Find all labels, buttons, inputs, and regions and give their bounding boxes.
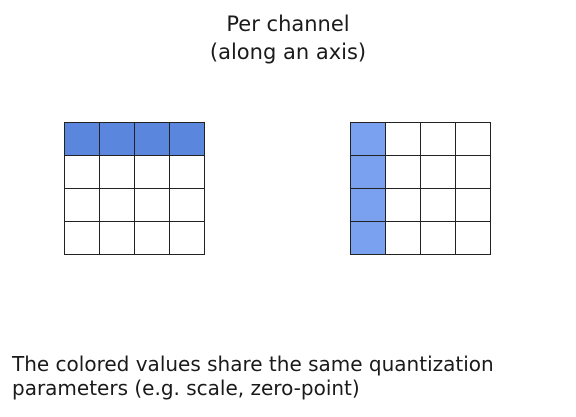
- grid-cell: [135, 222, 170, 255]
- grid-cell: [100, 156, 135, 189]
- caption-line-2: parameters (e.g. scale, zero-point): [12, 376, 360, 400]
- per-row-grid: [64, 122, 205, 255]
- grid-cell: [456, 189, 491, 222]
- grid-cell: [386, 156, 421, 189]
- grid-cell: [386, 222, 421, 255]
- grid-cell: [65, 222, 100, 255]
- title-line-2: (along an axis): [209, 40, 367, 64]
- colored-cell: [351, 123, 386, 156]
- caption-line-1: The colored values share the same quanti…: [12, 352, 494, 376]
- grid-cell: [170, 156, 205, 189]
- grid-cell: [386, 123, 421, 156]
- colored-cell: [135, 123, 170, 156]
- colored-cell: [65, 123, 100, 156]
- grid-cell: [421, 123, 456, 156]
- grid-cell: [170, 222, 205, 255]
- grid-cell: [65, 156, 100, 189]
- grid-cell: [135, 189, 170, 222]
- colored-cell: [170, 123, 205, 156]
- grid-cell: [100, 222, 135, 255]
- grid-cell: [421, 189, 456, 222]
- diagram-title: Per channel (along an axis): [0, 10, 576, 66]
- colored-cell: [100, 123, 135, 156]
- grid-cell: [170, 189, 205, 222]
- grid-cell: [421, 156, 456, 189]
- grid-cell: [65, 189, 100, 222]
- grid-cell: [386, 189, 421, 222]
- colored-cell: [351, 189, 386, 222]
- title-line-1: Per channel: [226, 12, 350, 36]
- grid-cell: [456, 156, 491, 189]
- grid-cell: [456, 123, 491, 156]
- caption: The colored values share the same quanti…: [12, 352, 572, 400]
- grid-cell: [100, 189, 135, 222]
- per-column-grid: [350, 122, 491, 255]
- colored-cell: [351, 156, 386, 189]
- grid-cell: [421, 222, 456, 255]
- grid-cell: [135, 156, 170, 189]
- grid-cell: [456, 222, 491, 255]
- colored-cell: [351, 222, 386, 255]
